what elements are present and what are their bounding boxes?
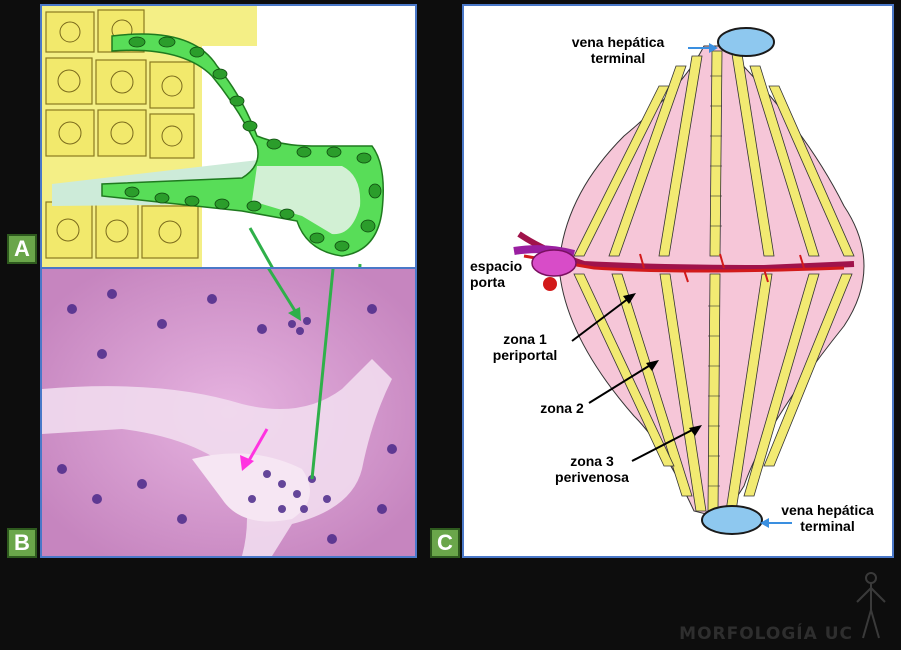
bottom-vein-label-line1: vena hepática bbox=[781, 502, 874, 518]
portal-space-line2: porta bbox=[470, 274, 505, 290]
bottom-vein-label: vena hepática terminal bbox=[770, 502, 885, 534]
morfologia-uc-watermark: MORFOLOGÍA UC bbox=[679, 624, 853, 644]
histology-micrograph bbox=[42, 269, 415, 556]
panel-a-badge: A bbox=[7, 234, 37, 264]
zone2-label: zona 2 bbox=[540, 400, 584, 416]
zone1-label: zona 1 periportal bbox=[480, 331, 570, 363]
top-vein-label-line2: terminal bbox=[590, 50, 646, 66]
zone3-label: zona 3 perivenosa bbox=[542, 453, 642, 485]
zone1-line1: zona 1 bbox=[503, 331, 547, 347]
bottom-vein-label-line2: terminal bbox=[800, 518, 855, 534]
top-vein-label: vena hepática terminal bbox=[548, 34, 688, 66]
anatomy-figure-logo bbox=[856, 572, 886, 639]
zone3-line1: zona 3 bbox=[570, 453, 614, 469]
panel-c-badge: C bbox=[430, 528, 460, 558]
panel-c bbox=[462, 4, 894, 558]
zone3-line2: perivenosa bbox=[555, 469, 629, 485]
panel-b bbox=[40, 267, 417, 558]
portal-space-label: espacio porta bbox=[470, 258, 540, 290]
liver-acinus-diagram bbox=[513, 27, 865, 535]
zone1-line2: periportal bbox=[492, 347, 558, 363]
panel-b-badge: B bbox=[7, 528, 37, 558]
portal-space-line1: espacio bbox=[470, 258, 523, 274]
panel-a bbox=[40, 4, 417, 269]
top-vein-label-line1: vena hepática bbox=[571, 34, 665, 50]
bile-duct-illustration bbox=[42, 6, 384, 267]
